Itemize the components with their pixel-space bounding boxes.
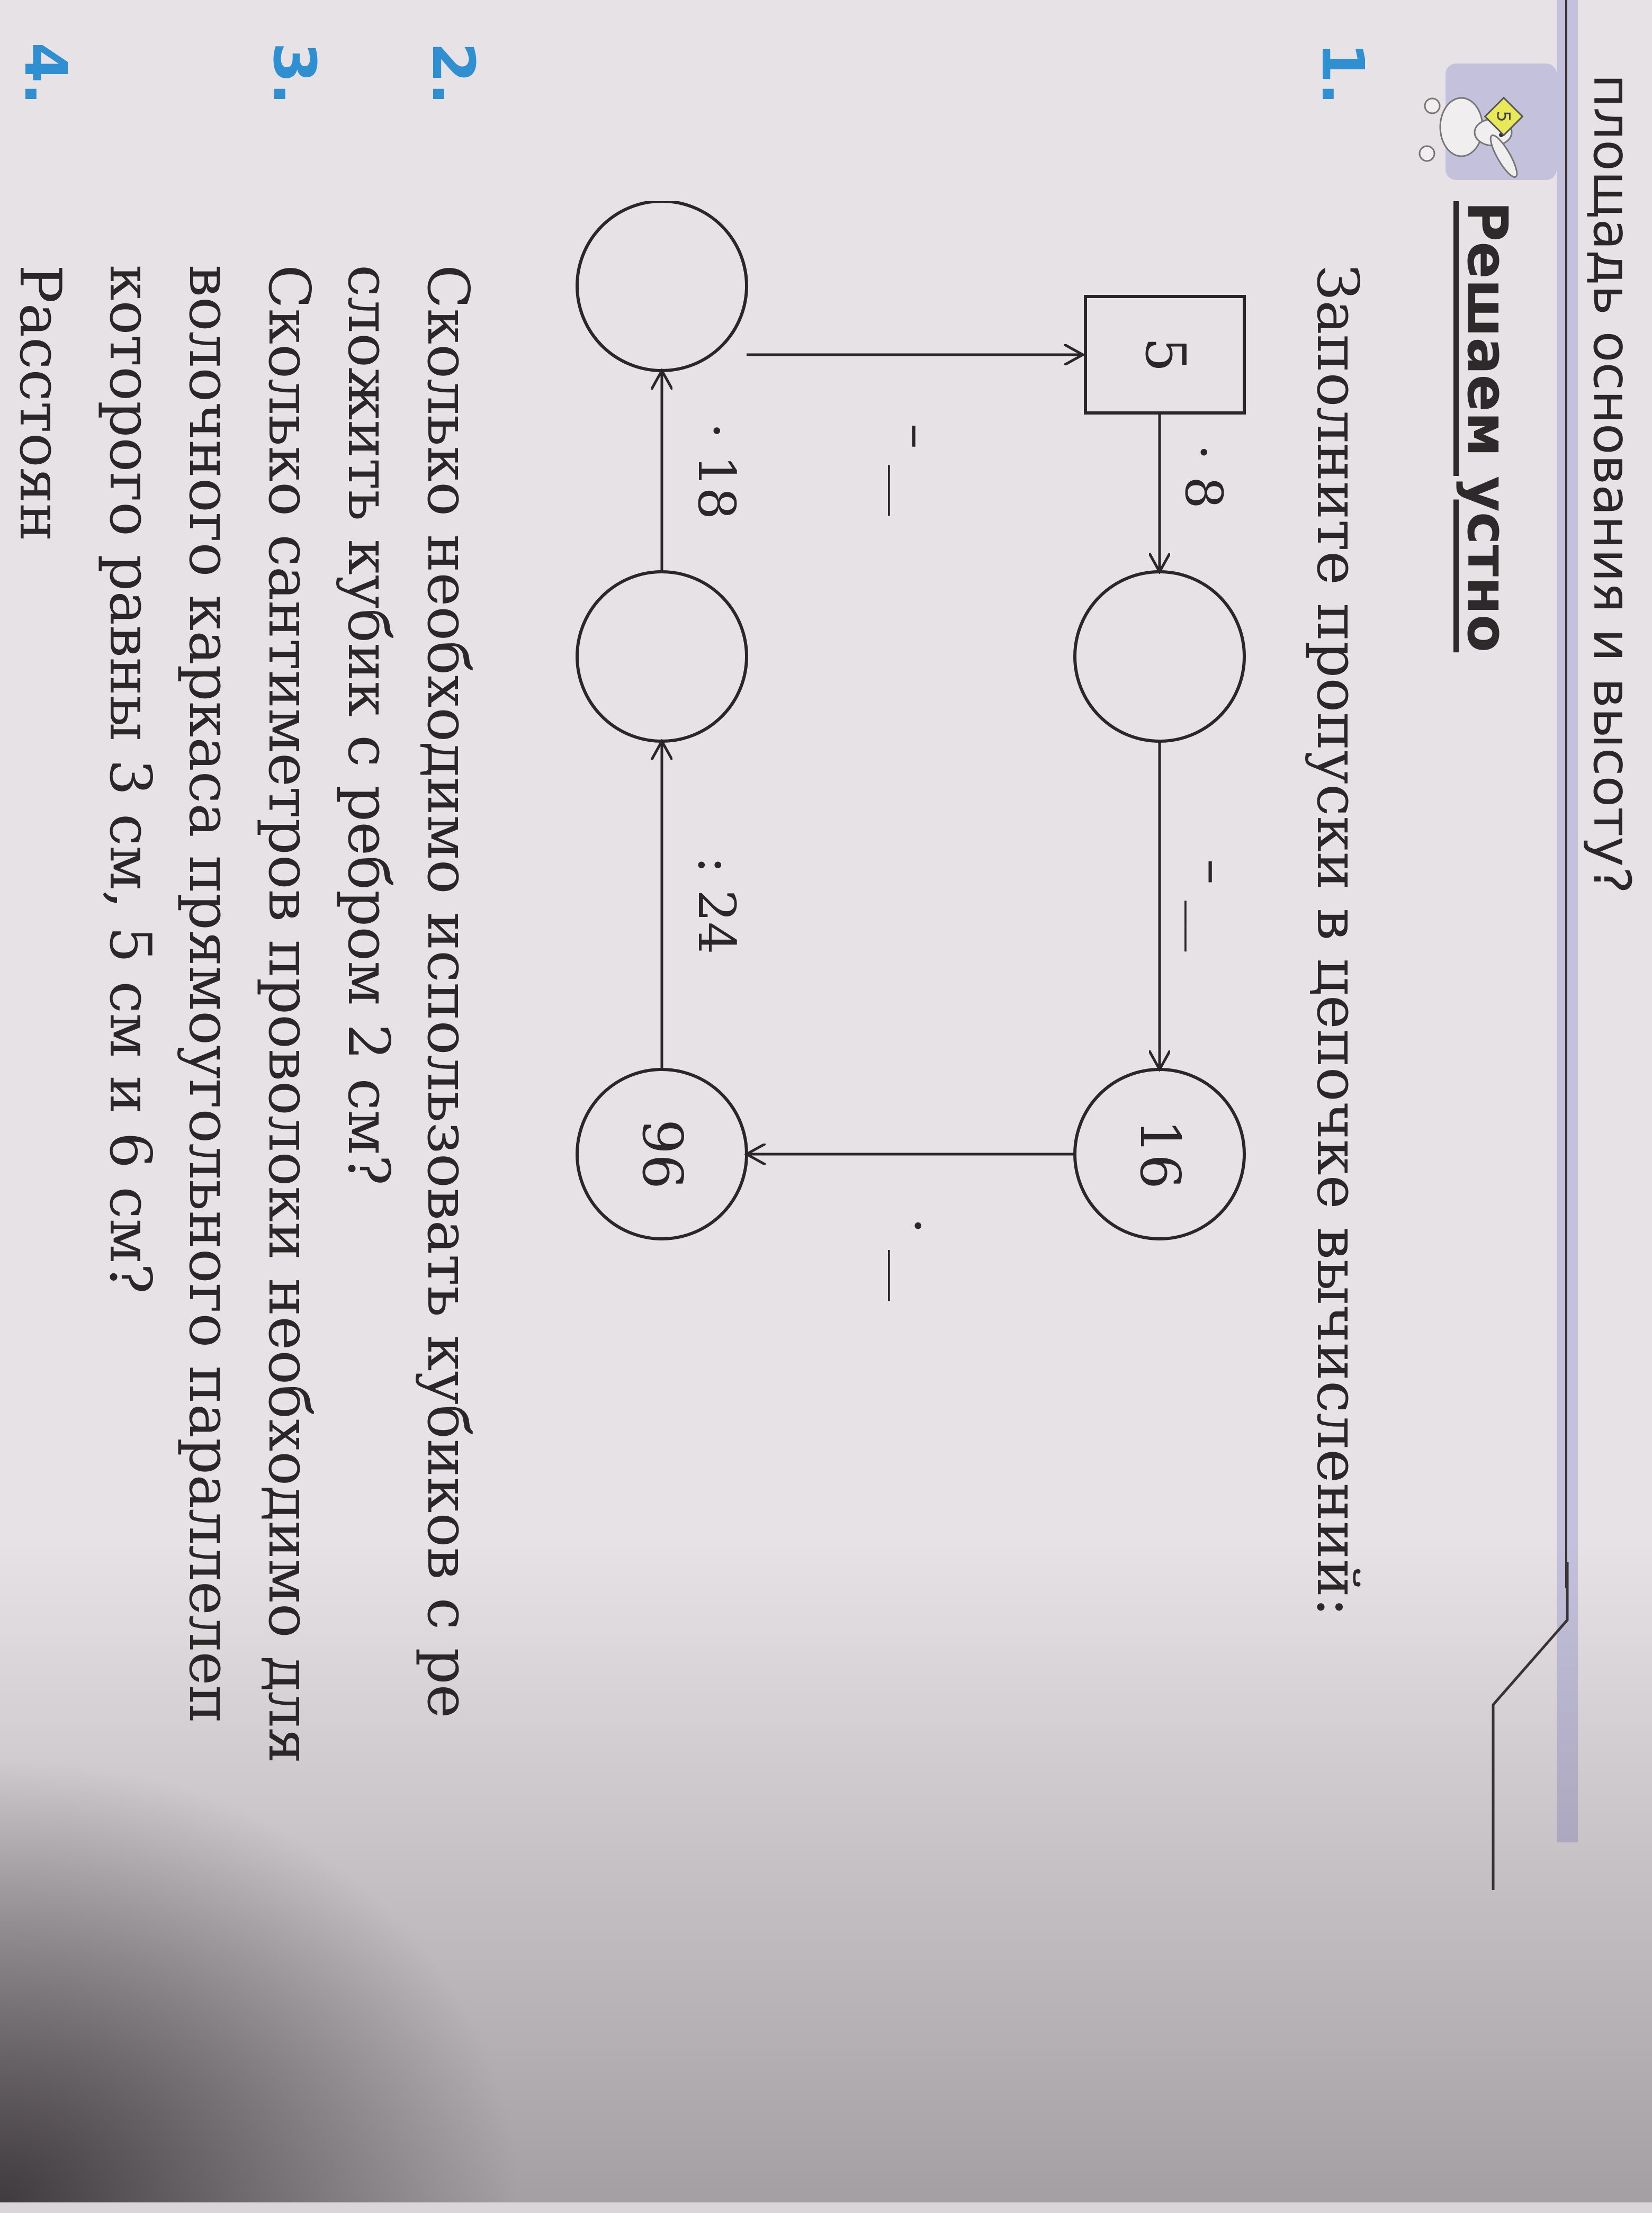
svg-text:5: 5 — [1493, 111, 1514, 122]
task-3-line-1: Сколько сантиметров проволоки необходимо… — [256, 265, 322, 1764]
rabbit-mascot-icon: 5 — [1418, 96, 1524, 178]
svg-text:5: 5 — [1133, 337, 1198, 372]
node-n1-circle — [1073, 570, 1246, 743]
svg-text:: 24: : 24 — [687, 856, 746, 954]
svg-text:· 18: · 18 — [687, 422, 746, 519]
start-node-square: 5 — [1084, 295, 1246, 415]
task-number-3: 3. — [261, 42, 328, 105]
task-2-line-2: сложить кубик с ребром 2 см? — [335, 265, 401, 1186]
task-number-1: 1. — [1309, 42, 1377, 105]
task-3-line-3: которого равны 3 см, 5 см и 6 см? — [97, 265, 163, 1294]
task-2-line-1: Сколько необходимо использовать кубиков … — [415, 265, 481, 1719]
task-number-4: 4. — [12, 42, 79, 105]
svg-text:· __: · __ — [888, 1218, 947, 1301]
edge-n5-start-arrow — [747, 286, 1085, 355]
svg-text:16: 16 — [1128, 1119, 1192, 1189]
task-3-line-2: волочного каркаса прямоугольного паралле… — [176, 265, 243, 1724]
svg-text:– __: – __ — [888, 424, 947, 516]
node-n4-circle — [576, 570, 748, 743]
node-n5-circle — [576, 201, 748, 372]
svg-text:· 8: · 8 — [1174, 444, 1233, 509]
task-number-2: 2. — [419, 42, 487, 105]
edge-n5-start-path — [747, 286, 1083, 355]
node-n2-circle: 16 — [1073, 1068, 1246, 1240]
svg-text:96: 96 — [630, 1119, 695, 1189]
node-n3-circle: 96 — [576, 1068, 748, 1240]
task-4-line-1: Расстоян — [7, 265, 73, 542]
svg-text:– __: – __ — [1184, 859, 1244, 952]
